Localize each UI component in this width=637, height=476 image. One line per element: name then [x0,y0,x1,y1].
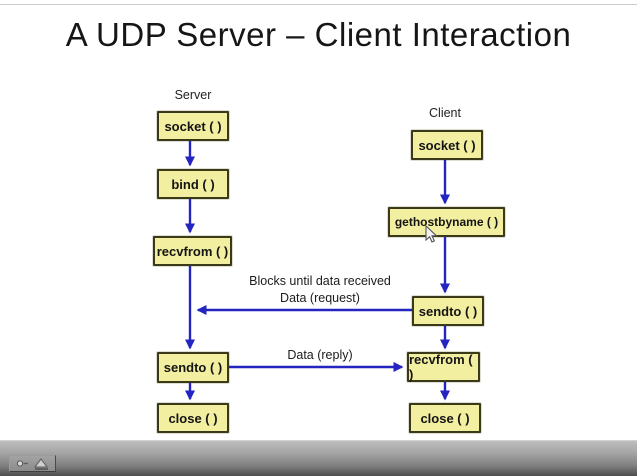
player-bar [0,440,637,476]
annotation-tools-button[interactable] [9,455,56,472]
client-close-node: close ( ) [409,403,481,433]
top-divider [0,4,637,5]
server-sendto-node: sendto ( ) [157,352,229,383]
triangle-icon [34,457,49,470]
data-request-label: Data (request) [280,291,360,305]
server-socket-node: socket ( ) [157,111,229,141]
server-recvfrom-node: recvfrom ( ) [153,236,232,266]
server-bind-node: bind ( ) [157,169,229,199]
client-recvfrom-node: recvfrom ( ) [407,352,480,382]
client-socket-node: socket ( ) [411,130,483,160]
pen-icon [16,460,28,467]
page-title: A UDP Server – Client Interaction [65,16,572,53]
data-reply-label: Data (reply) [287,348,353,362]
server-close-node: close ( ) [157,403,229,433]
server-column-label: Server [174,88,212,102]
client-gethostbyname-node: gethostbyname ( ) [388,207,505,237]
client-sendto-node: sendto ( ) [412,296,484,326]
client-column-label: Client [429,106,461,120]
blocks-until-label: Blocks until data received [249,274,391,288]
